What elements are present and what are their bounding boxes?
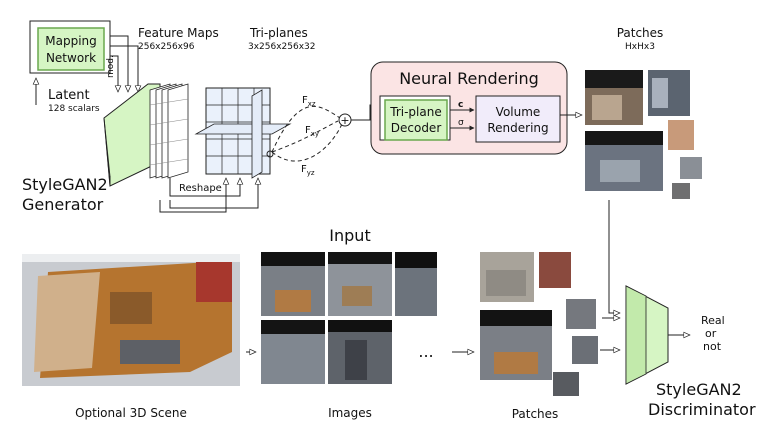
input-label: Input: [329, 226, 370, 245]
generator-line1: StyleGAN2: [22, 175, 108, 194]
neural-rendering-block: Neural Rendering Tri-plane Decoder Volum…: [370, 61, 568, 155]
reshape-path-2: [169, 178, 258, 209]
patches-bottom-label: Patches: [512, 407, 559, 421]
patches-top-title: Patches: [617, 26, 664, 40]
mapping-network-line1: Mapping: [45, 34, 97, 48]
images-label: Images: [328, 406, 372, 420]
discriminator-line1: StyleGAN2: [656, 380, 742, 399]
feature-maps-sub: 256x256x96: [138, 42, 195, 52]
mapping-network: Mapping Network: [29, 20, 111, 74]
plane-label-yz: Fyz: [301, 164, 315, 177]
reshape-label: Reshape: [179, 183, 222, 194]
latent-label: Latent: [48, 88, 90, 103]
neural-rendering-title: Neural Rendering: [399, 69, 539, 88]
feature-sampling-curves: [271, 105, 343, 162]
latent-sub: 128 scalars: [48, 104, 100, 114]
top-patch-thumbnails: [585, 70, 702, 199]
patches-top-to-disc-arrow: [608, 200, 620, 313]
decoder-line1: Tri-plane: [389, 105, 441, 119]
color-label: c: [458, 100, 463, 110]
volume-line1: Volume: [496, 105, 541, 119]
images-grid: [261, 252, 437, 384]
decoder-line2: Decoder: [391, 121, 442, 135]
feature-maps-lines: [149, 98, 189, 166]
mod-label: mod.: [106, 55, 116, 78]
output-line2: or: [705, 327, 717, 340]
generator-line2: Generator: [22, 195, 104, 214]
reshape-path: [169, 178, 240, 197]
output-line3: not: [703, 340, 722, 353]
feature-maps-title: Feature Maps: [138, 26, 219, 40]
plane-label-xz: Fxz: [302, 95, 316, 108]
bottom-patch-thumbnails: [480, 252, 598, 396]
mod-lines: [110, 35, 138, 92]
sigma-label: σ: [458, 118, 464, 128]
sum-symbol: +: [340, 114, 349, 127]
volume-line2: Rendering: [487, 121, 548, 135]
triplanes-sub: 3x256x256x32: [248, 42, 316, 52]
triplanes-title: Tri-planes: [249, 26, 308, 40]
scene-3d-image: [22, 254, 240, 386]
scene-label: Optional 3D Scene: [75, 406, 187, 420]
patches-top-sub: HxHx3: [625, 42, 655, 52]
output-line1: Real: [701, 314, 725, 327]
stylegan2-discriminator-block: [625, 285, 669, 385]
mapping-network-line2: Network: [46, 51, 96, 65]
plane-label-xy: Fxy: [305, 125, 319, 138]
ellipsis: ...: [418, 342, 433, 361]
reshape-path-3: [159, 178, 226, 213]
discriminator-line2: Discriminator: [648, 400, 756, 419]
feature-maps-stack: [149, 83, 189, 179]
triplanes-grid: [194, 87, 292, 179]
